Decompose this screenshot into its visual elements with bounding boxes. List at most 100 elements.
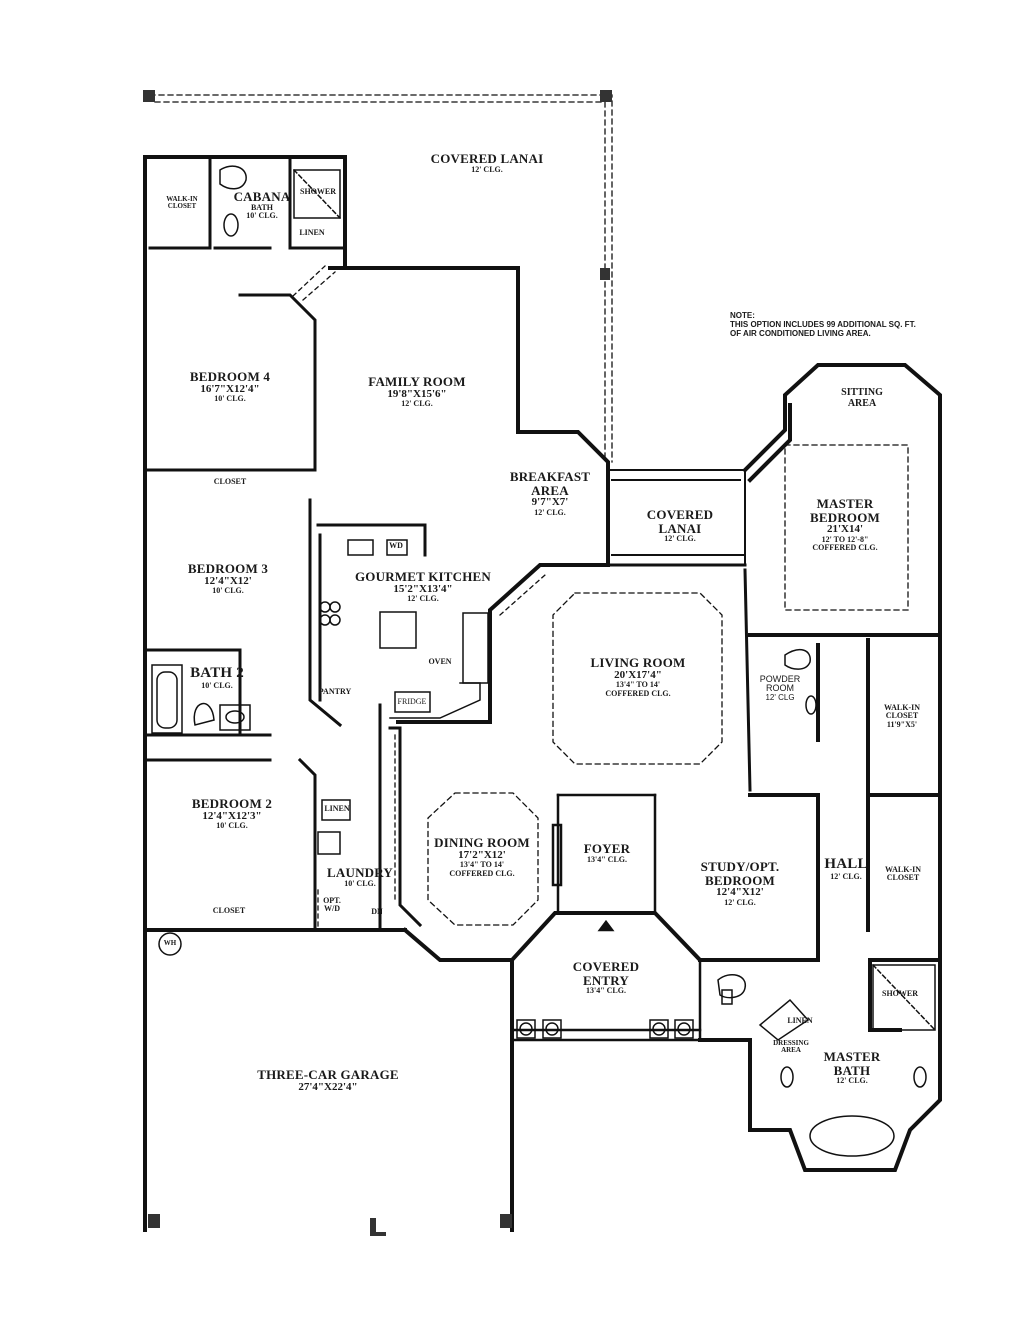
room-sitting-area: SITTING AREA bbox=[841, 387, 883, 409]
room-name-2: BEDROOM bbox=[704, 872, 775, 888]
room-ceiling: 12' TO 12'-8" bbox=[821, 534, 869, 544]
master-wing-walls bbox=[698, 363, 942, 1172]
room-name: STUDY/OPT. bbox=[700, 859, 780, 874]
room-dimensions: 12'4"X12' bbox=[716, 886, 764, 899]
living-coffer bbox=[552, 592, 723, 765]
room-family-room: FAMILY ROOM 19'8"X15'6" 12' CLG. bbox=[368, 375, 465, 409]
entry-planters bbox=[516, 1019, 694, 1039]
room-hall: HALL 12' CLG. bbox=[824, 856, 867, 881]
room-name: COVERED bbox=[572, 959, 640, 974]
room-closet-bedroom-2: CLOSET bbox=[212, 906, 246, 915]
room-bedroom-3: BEDROOM 3 12'4"X12' 10' CLG. bbox=[188, 562, 268, 596]
room-name-2: W/D bbox=[323, 904, 340, 914]
room-name: MASTER bbox=[816, 496, 874, 511]
room-name-2: CLOSET bbox=[885, 711, 919, 721]
room-shower-cabana: SHOWER bbox=[299, 187, 337, 196]
room-name-2: CLOSET bbox=[886, 873, 920, 883]
room-opt-wd: OPT. W/D bbox=[323, 896, 341, 914]
room-ceiling: 10' CLG. bbox=[201, 680, 233, 690]
interior-walls bbox=[146, 155, 427, 932]
room-ceiling: 12' CLG. bbox=[471, 164, 503, 174]
room-ceiling: 13'4" CLG. bbox=[585, 986, 626, 996]
room-foyer: FOYER 13'4" CLG. bbox=[584, 842, 631, 864]
room-dimensions: 16'7"X12'4" bbox=[200, 382, 260, 395]
living-room-walls bbox=[538, 563, 752, 792]
room-name-2: AREA bbox=[531, 482, 569, 498]
dashed-openings bbox=[292, 265, 546, 931]
room-ceiling: 12' CLG. bbox=[407, 594, 439, 604]
room-linen-cabana: LINEN bbox=[299, 228, 325, 237]
plan-note: NOTE: THIS OPTION INCLUDES 99 ADDITIONAL… bbox=[730, 311, 916, 338]
room-gourmet-kitchen: GOURMET KITCHEN 15'2"X13'4" 12' CLG. bbox=[355, 570, 491, 604]
room-name: LIVING ROOM bbox=[590, 655, 686, 670]
room-walk-in-closet-1: WALK-IN CLOSET 11'9"X5' bbox=[883, 703, 921, 729]
garage-posts bbox=[148, 1214, 512, 1236]
room-name-2: ENTRY bbox=[582, 972, 630, 988]
room-name: WALK-IN bbox=[884, 865, 922, 874]
room-dimensions: 27'4"X22'4" bbox=[298, 1080, 358, 1093]
room-dimensions: 9'7"X7' bbox=[531, 496, 569, 509]
room-ceiling-2: COFFERED CLG. bbox=[605, 688, 671, 698]
room-closet-bedroom-3: CLOSET bbox=[213, 477, 247, 486]
room-name: BATH 2 bbox=[190, 665, 244, 681]
room-powder-room: POWDER ROOM 12' CLG bbox=[759, 674, 801, 702]
room-ceiling: 12' CLG. bbox=[664, 534, 696, 544]
room-name: THREE-CAR GARAGE bbox=[257, 1067, 399, 1082]
room-dimensions: 12'4"X12' bbox=[204, 574, 252, 587]
room-wd-kitchen: WD bbox=[389, 541, 403, 550]
note-heading: NOTE: bbox=[730, 311, 755, 320]
room-three-car-garage: THREE-CAR GARAGE 27'4"X22'4" bbox=[257, 1068, 399, 1093]
room-laundry: LAUNDRY 10' CLG. bbox=[327, 866, 393, 888]
room-dimensions: 21'X14' bbox=[826, 523, 864, 536]
room-dimensions: 12'4"X12'3" bbox=[202, 809, 262, 822]
room-cabana-bath: CABANA BATH 10' CLG. bbox=[234, 190, 291, 220]
room-pantry: PANTRY bbox=[318, 687, 352, 696]
room-living-room: LIVING ROOM 20'X17'4" 13'4" TO 14' COFFE… bbox=[590, 656, 685, 698]
room-ceiling: 10' CLG. bbox=[344, 878, 376, 888]
dining-coffer bbox=[427, 792, 539, 926]
room-bedroom-2: BEDROOM 2 12'4"X12'3" 10' CLG. bbox=[192, 797, 272, 831]
room-name: DRESSING bbox=[773, 1039, 809, 1047]
room-ceiling: 12' CLG. bbox=[401, 399, 433, 409]
room-ceiling: 10' CLG. bbox=[214, 394, 246, 404]
room-name: POWDER bbox=[759, 674, 801, 684]
room-dimensions: 15'2"X13'4" bbox=[393, 582, 453, 595]
room-name-2: BEDROOM bbox=[809, 509, 881, 525]
room-linen-hall: LINEN bbox=[324, 804, 350, 813]
room-ceiling-2: COFFERED CLG. bbox=[449, 868, 515, 878]
room-ceiling-2: COFFERED CLG. bbox=[812, 543, 878, 553]
room-ceiling: 12' CLG. bbox=[724, 897, 756, 907]
note-line-1: THIS OPTION INCLUDES 99 ADDITIONAL SQ. F… bbox=[730, 319, 916, 329]
room-name: MASTER bbox=[823, 1049, 881, 1064]
bath2-fixtures bbox=[151, 664, 251, 734]
room-walk-in-closet-2: WALK-IN CLOSET bbox=[884, 865, 922, 883]
room-ceiling: 12' CLG. bbox=[534, 507, 566, 517]
laundry-fixtures bbox=[317, 799, 351, 855]
room-name: SITTING bbox=[841, 387, 883, 398]
room-name: WALK-IN bbox=[883, 703, 921, 712]
room-name: OPT. bbox=[323, 896, 341, 905]
room-name: LAUNDRY bbox=[327, 865, 393, 880]
powder-fixtures bbox=[784, 648, 817, 715]
room-name: FOYER bbox=[583, 841, 631, 856]
master-coffer bbox=[784, 444, 909, 611]
stairs-dn: DN bbox=[371, 907, 383, 916]
room-name: COVERED bbox=[646, 507, 714, 522]
room-name: GOURMET KITCHEN bbox=[354, 569, 492, 584]
room-name: BREAKFAST bbox=[509, 469, 591, 484]
room-name: BEDROOM 4 bbox=[189, 369, 271, 384]
room-ceiling: 12' CLG. bbox=[830, 871, 862, 881]
room-name: BEDROOM 3 bbox=[187, 561, 269, 576]
room-study: STUDY/OPT. BEDROOM 12'4"X12' 12' CLG. bbox=[701, 860, 780, 907]
lanai-posts bbox=[143, 90, 612, 280]
water-heater-label: WH bbox=[163, 939, 177, 947]
cabana-fixtures bbox=[219, 165, 342, 237]
room-ceiling: 10' CLG. bbox=[212, 586, 244, 596]
room-walk-in-closet-cabana: WALK-IN CLOSET bbox=[166, 195, 198, 211]
room-linen-master: LINEN bbox=[787, 1016, 813, 1025]
room-ceiling: 10' CLG. bbox=[246, 211, 278, 221]
room-name-2: BATH bbox=[250, 202, 274, 212]
note-line-2: OF AIR CONDITIONED LIVING AREA. bbox=[730, 328, 871, 338]
room-covered-lanai-rear: COVERED LANAI 12' CLG. bbox=[431, 152, 544, 174]
room-shower-master: SHOWER bbox=[881, 989, 919, 998]
